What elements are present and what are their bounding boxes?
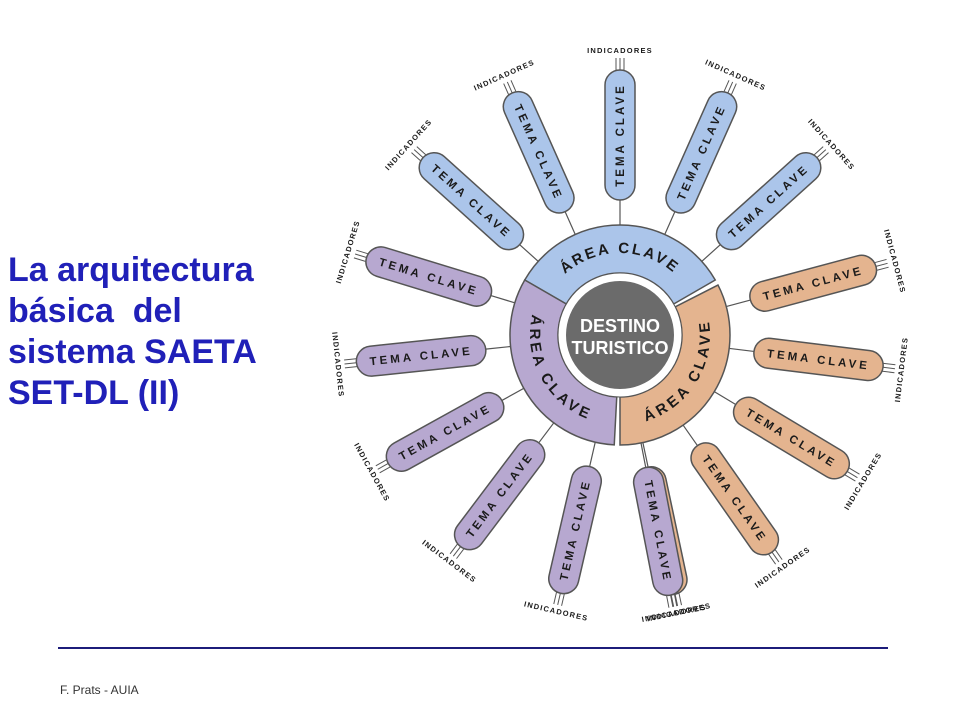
indicadores-label: INDICADORES [352,442,392,504]
tema-label: TEMA CLAVE [699,454,768,546]
indicator-tick [353,257,366,262]
center-label: TURISTICO [572,338,669,358]
area-clave-blue: ÁREA CLAVE [523,224,717,306]
indicator-tick [882,366,895,370]
tema-clave-tan: TEMA CLAVE [690,442,780,556]
indicator-tick [771,551,780,563]
center-disc [566,281,674,389]
indicator-tick [678,593,682,606]
indicator-tick [344,362,357,365]
indicator-tick [874,258,887,264]
indicadores-label: INDICADORES [641,603,707,624]
indicator-tick [674,594,679,607]
indicator-tick [377,463,389,470]
tema-clave-blue: TEMA CLAVE [604,69,636,201]
indicator-tick [876,266,889,271]
indicator-tick [561,593,565,606]
tema-label: TEMA CLAVE [428,163,513,241]
indicadores-label: INDICADORES [472,58,536,93]
tema-clave-blue: TEMA CLAVE [665,90,738,214]
center-label: DESTINO [580,316,660,336]
tema-clave-tan: TEMA CLAVE [753,337,884,382]
indicadores-label: INDICADORES [882,228,908,294]
indicator-tick [670,595,674,608]
footer-author: F. Prats - AUIA [60,683,139,697]
indicator-tick [727,81,734,94]
slide-title: La arquitectura básica del sistema SAETA… [8,250,308,414]
indicadores-label: INDICADORES [704,58,768,93]
indicadores-label: INDICADORES [523,599,589,623]
tema-label: TEMA CLAVE [727,163,812,241]
indicator-tick [413,149,424,159]
indicator-tick [768,554,777,565]
indicator-tick [503,83,510,95]
indicadores-group: INDICADORES [704,58,768,95]
indicadores-label: INDICADORES [334,219,362,284]
indicadores-group: INDICADORES [587,46,653,70]
indicator-tick [816,149,827,159]
indicadores-group: INDICADORES [330,331,357,398]
indicator-tick [730,83,737,95]
tema-clave-purple: TEMA CLAVE [365,246,493,307]
indicator-tick [666,595,670,608]
indicator-tick [875,262,888,267]
indicator-tick [774,549,783,560]
indicator-tick [846,471,858,479]
indicadores-label: INDICADORES [893,336,910,402]
indicadores-group: INDICADORES [352,442,392,504]
indicator-tick [674,594,678,607]
indicator-tick [844,474,856,482]
tema-clave-purple: TEMA CLAVE [385,391,505,472]
indicator-tick [506,81,513,94]
indicadores-group: INDICADORES [334,219,368,285]
indicadores-label: INDICADORES [330,331,346,397]
tema-clave-purple: TEMA CLAVE [355,334,487,377]
indicator-tick [416,146,427,156]
indicator-tick [723,80,730,92]
indicator-tick [882,370,895,374]
indicator-tick [557,593,561,606]
tema-clave-purple: TEMA CLAVE [632,466,684,597]
tema-clave-blue: TEMA CLAVE [418,151,525,251]
title-line-3: sistema SAETA [8,333,257,371]
tema-clave-purple: TEMA CLAVE [453,439,546,551]
footer-divider [58,647,888,649]
indicator-tick [344,366,357,369]
indicator-tick [411,152,421,162]
indicator-tick [883,362,896,366]
indicator-tick [356,249,368,255]
indicator-tick [819,152,829,162]
indicator-tick [848,467,860,475]
indicator-tick [354,253,367,258]
tema-label: TEMA CLAVE [465,450,537,540]
indicator-tick [456,548,465,559]
title-line-2: básica del [8,292,182,330]
indicadores-group: INDICADORES [882,336,910,403]
indicator-tick [375,459,387,467]
indicator-tick [449,543,458,555]
indicadores-group: INDICADORES [874,228,908,294]
indicator-tick [553,592,557,605]
indicadores-group: INDICADORES [523,592,589,623]
indicator-tick [379,466,391,474]
indicadores-label: INDICADORES [587,46,653,55]
indicator-tick [452,546,461,557]
title-line-4: SET-DL (II) [8,374,180,412]
indicadores-group: INDICADORES [641,594,707,624]
indicator-tick [813,146,824,156]
indicadores-group: INDICADORES [472,58,536,95]
tema-clave-tan: TEMA CLAVE [749,254,878,312]
tema-label: TEMA CLAVE [743,407,838,471]
indicator-tick [510,80,517,92]
tema-clave-purple: TEMA CLAVE [548,465,603,595]
indicator-tick [344,358,357,361]
tema-label: TEMA CLAVE [615,83,627,186]
indicator-tick [670,594,675,607]
tema-clave-tan: TEMA CLAVE [732,396,851,480]
tema-clave-blue: TEMA CLAVE [715,151,822,251]
tema-clave-blue: TEMA CLAVE [502,90,575,214]
title-line-1: La arquitectura [8,251,254,289]
